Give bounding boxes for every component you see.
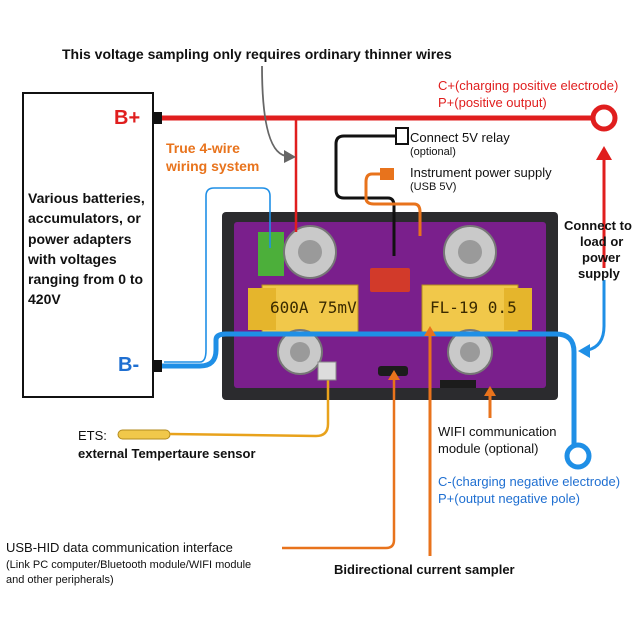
c-plus-label: C+(charging positive electrode): [438, 78, 619, 93]
ets-sensor-probe: [117, 429, 171, 440]
connect-load-line1: Connect to: [564, 218, 632, 233]
bolt-bottom-left-center: [290, 342, 310, 362]
relay-label: Connect 5V relay: [410, 130, 510, 145]
connect-load-line3: power: [582, 250, 621, 265]
bolt-top-right-center: [458, 240, 482, 264]
true-4wire-line2: wiring system: [166, 158, 260, 174]
blue-wire-sense: [164, 187, 271, 363]
shunt-right-bar: [421, 284, 519, 334]
current-sampler-label: Bidirectional current sampler: [334, 562, 515, 577]
ets-wire: [169, 380, 330, 438]
voltage-sampling-arrow: [261, 65, 287, 157]
c-plus-ring-terminal: [590, 104, 618, 132]
relay-note: (optional): [410, 146, 456, 158]
ets-connector: [317, 361, 337, 381]
usb-hid-title: USB-HID data communication interface: [6, 540, 233, 555]
p-plus-output-label: P+(positive output): [438, 95, 547, 110]
shunt-right-plate: [504, 288, 532, 330]
blue-wire-bminus-main: [154, 331, 577, 446]
c-minus-label: C-(charging negative electrode): [438, 474, 621, 489]
shunt-left-plate: [248, 288, 276, 330]
shunt-right-text: FL-19 0.5: [430, 298, 517, 317]
red-arrow-load-head: [596, 146, 612, 160]
current-sampler-arrow-head: [424, 326, 436, 336]
blue-arrow-load: [587, 280, 606, 352]
instrument-power-label: Instrument power supply: [410, 165, 552, 180]
ets-description: external Tempertaure sensor: [78, 446, 256, 461]
voltage-sampling-arrow-head: [284, 150, 296, 163]
usb-hid-desc1: (Link PC computer/Bluetooth module/WIFI …: [6, 559, 252, 571]
pcb-green-connector: [258, 232, 284, 276]
wifi-label-line1: WIFI communication: [438, 424, 557, 439]
bolt-bottom-right-center: [460, 342, 480, 362]
ets-label: ETS:: [78, 428, 107, 443]
pcb-red-connector: [370, 268, 410, 292]
battery-box: [22, 92, 154, 398]
usb-hid-arrow: [282, 378, 396, 550]
connect-load-line4: supply: [578, 266, 620, 281]
wifi-slot: [440, 380, 476, 388]
relay-wire: [334, 134, 406, 256]
terminal-b-minus: B-: [118, 354, 140, 376]
usb-hid-desc2: and other peripherals): [6, 574, 114, 586]
usb-port: [378, 366, 408, 376]
terminal-b-plus: B+: [114, 107, 141, 129]
wifi-label-line2: module (optional): [438, 441, 539, 456]
connect-load-line2: load or: [580, 234, 624, 249]
bolt-top-left-center: [298, 240, 322, 264]
instrument-power-note: (USB 5V): [410, 181, 457, 193]
wifi-arrow-head: [484, 386, 496, 396]
p-plus-negative-label: P+(output negative pole): [438, 491, 581, 506]
battery-description: Various batteries, accumulators, or powe…: [28, 190, 145, 308]
power-wire: [364, 172, 422, 236]
true-4wire-line1: True 4-wire: [166, 140, 240, 156]
relay-connector: [395, 127, 409, 145]
usb-hid-arrow-head: [388, 370, 400, 380]
voltage-sampling-label: This voltage sampling only requires ordi…: [62, 46, 452, 62]
shunt-left-text: 600A 75mV: [270, 298, 357, 317]
shunt-left-bar: [261, 284, 359, 334]
c-minus-ring-terminal: [564, 442, 592, 470]
power-connector: [380, 168, 394, 180]
blue-arrow-load-head: [578, 344, 590, 358]
